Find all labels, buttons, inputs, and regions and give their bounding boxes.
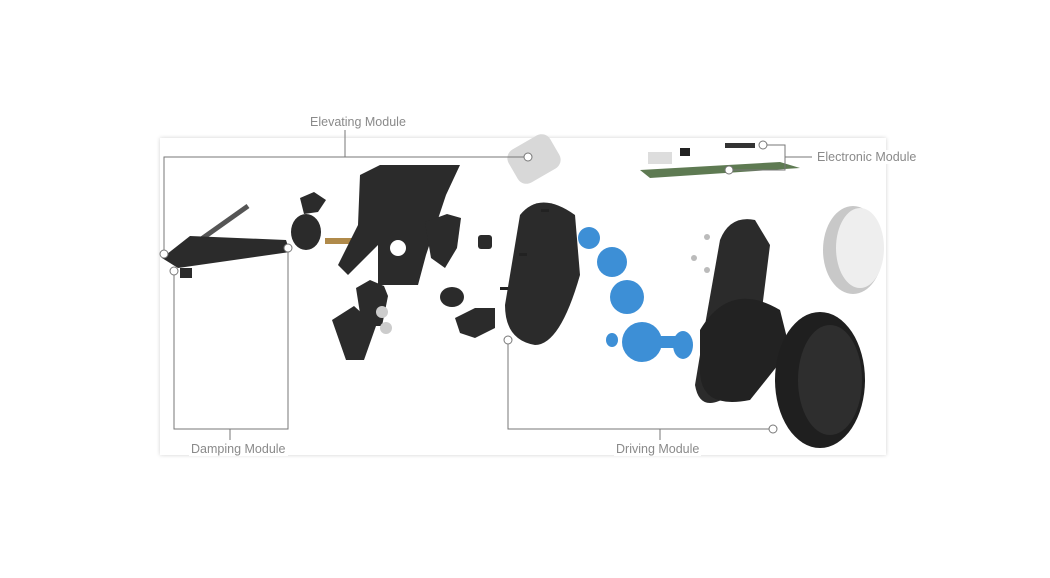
damping-module-parts bbox=[162, 203, 290, 278]
leader-lines bbox=[159, 130, 812, 440]
label-elevating-module: Elevating Module bbox=[308, 115, 408, 129]
driving-module-parts bbox=[500, 202, 884, 448]
label-electronic-module: Electronic Module bbox=[815, 150, 919, 164]
label-driving-module: Driving Module bbox=[614, 442, 702, 456]
elevating-module-parts bbox=[291, 134, 561, 360]
electronic-module-parts bbox=[640, 143, 800, 178]
label-damping-module: Damping Module bbox=[189, 442, 288, 456]
